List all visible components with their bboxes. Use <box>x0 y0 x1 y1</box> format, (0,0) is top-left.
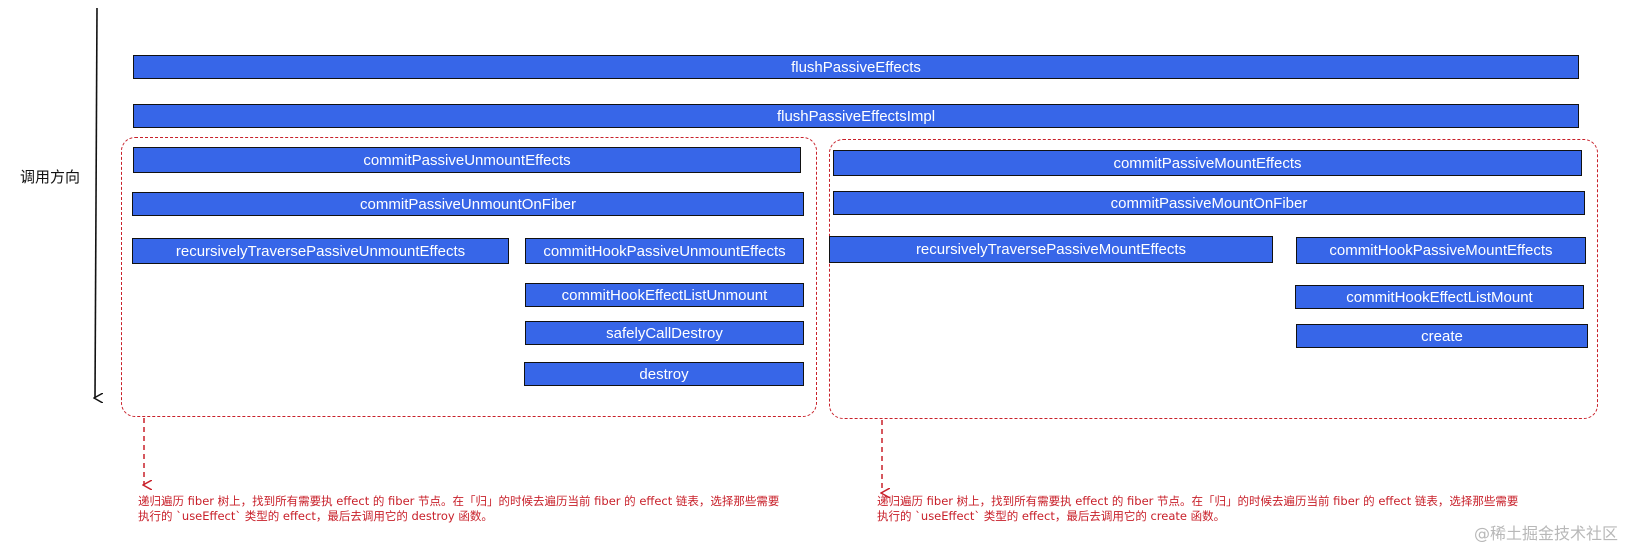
node-commit-passive-unmount-effects: commitPassiveUnmountEffects <box>133 147 801 173</box>
call-direction-label: 调用方向 <box>20 168 81 186</box>
mount-note-line-1: 递归遍历 fiber 树上，找到所有需要执 effect 的 fiber 节点。… <box>877 494 1519 508</box>
unmount-note: 递归遍历 fiber 树上，找到所有需要执 effect 的 fiber 节点。… <box>138 494 838 524</box>
node-destroy: destroy <box>524 362 804 386</box>
mount-note-line-2: 执行的 `useEffect` 类型的 effect，最后去调用它的 creat… <box>877 509 1226 523</box>
node-recursively-traverse-passive-mount-effects: recursivelyTraversePassiveMountEffects <box>829 236 1273 263</box>
node-commit-passive-mount-effects: commitPassiveMountEffects <box>833 150 1582 176</box>
node-safely-call-destroy: safelyCallDestroy <box>525 321 804 345</box>
node-create: create <box>1296 324 1588 348</box>
node-recursively-traverse-passive-unmount-effects: recursivelyTraversePassiveUnmountEffects <box>132 238 509 264</box>
node-commit-passive-unmount-on-fiber: commitPassiveUnmountOnFiber <box>132 192 804 216</box>
unmount-group-boundary <box>121 137 817 417</box>
mount-note: 递归遍历 fiber 树上，找到所有需要执 effect 的 fiber 节点。… <box>877 494 1577 524</box>
call-direction-arrow <box>95 7 97 398</box>
node-commit-hook-passive-mount-effects: commitHookPassiveMountEffects <box>1296 237 1586 264</box>
unmount-note-line-1: 递归遍历 fiber 树上，找到所有需要执 effect 的 fiber 节点。… <box>138 494 780 508</box>
watermark: @稀土掘金技术社区 <box>1473 524 1618 543</box>
node-flush-passive-effects: flushPassiveEffects <box>133 55 1579 79</box>
node-commit-hook-passive-unmount-effects: commitHookPassiveUnmountEffects <box>525 238 804 264</box>
node-commit-hook-effect-list-unmount: commitHookEffectListUnmount <box>525 283 804 307</box>
mount-group-boundary <box>829 139 1598 419</box>
node-flush-passive-effects-impl: flushPassiveEffectsImpl <box>133 104 1579 128</box>
unmount-note-line-2: 执行的 `useEffect` 类型的 effect，最后去调用它的 destr… <box>138 509 493 523</box>
node-commit-passive-mount-on-fiber: commitPassiveMountOnFiber <box>833 191 1585 215</box>
node-commit-hook-effect-list-mount: commitHookEffectListMount <box>1295 285 1584 309</box>
